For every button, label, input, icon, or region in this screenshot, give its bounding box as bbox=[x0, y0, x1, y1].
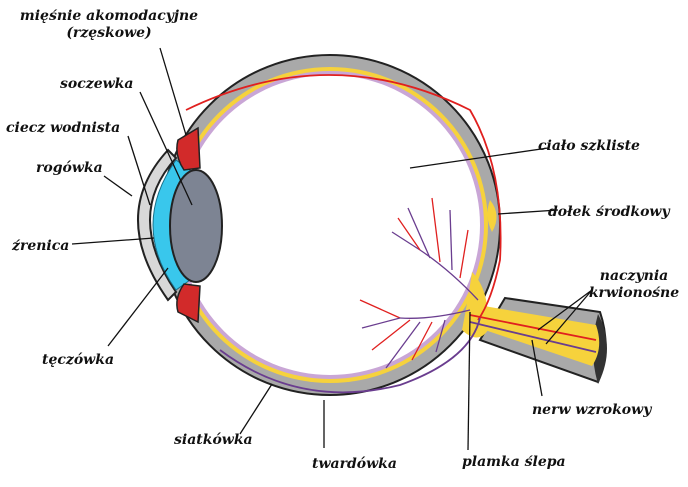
label-dolek-srodkowy: dołek środkowy bbox=[548, 204, 670, 221]
label-cialo-szkliste: ciało szkliste bbox=[538, 138, 640, 155]
label-plamka-slepa: plamka ślepa bbox=[462, 454, 566, 471]
label-miesnie-akomodacyjne: mięśnie akomodacyjne (rzęskowe) bbox=[6, 8, 212, 42]
label-rogowka: rogówka bbox=[36, 160, 103, 177]
label-twardowka: twardówka bbox=[312, 456, 397, 473]
label-miesnie-line1: mięśnie akomodacyjne bbox=[6, 8, 212, 25]
label-miesnie-line2: (rzęskowe) bbox=[6, 25, 212, 42]
lens bbox=[170, 170, 222, 282]
label-siatkowka: siatkówka bbox=[174, 432, 253, 449]
label-naczynia-krwionosne: naczynia krwionośne bbox=[584, 268, 684, 302]
label-teczowka: tęczówka bbox=[42, 352, 114, 369]
label-naczynia-line1: naczynia bbox=[584, 268, 684, 285]
label-naczynia-line2: krwionośne bbox=[584, 285, 684, 302]
label-nerw-wzrokowy: nerw wzrokowy bbox=[532, 402, 651, 419]
label-ciecz-wodnista: ciecz wodnista bbox=[6, 120, 120, 137]
ciliary-muscle-bottom bbox=[177, 284, 200, 322]
label-soczewka: soczewka bbox=[60, 76, 133, 93]
label-zrenica: źrenica bbox=[12, 238, 69, 255]
ciliary-muscle-top bbox=[177, 128, 200, 170]
